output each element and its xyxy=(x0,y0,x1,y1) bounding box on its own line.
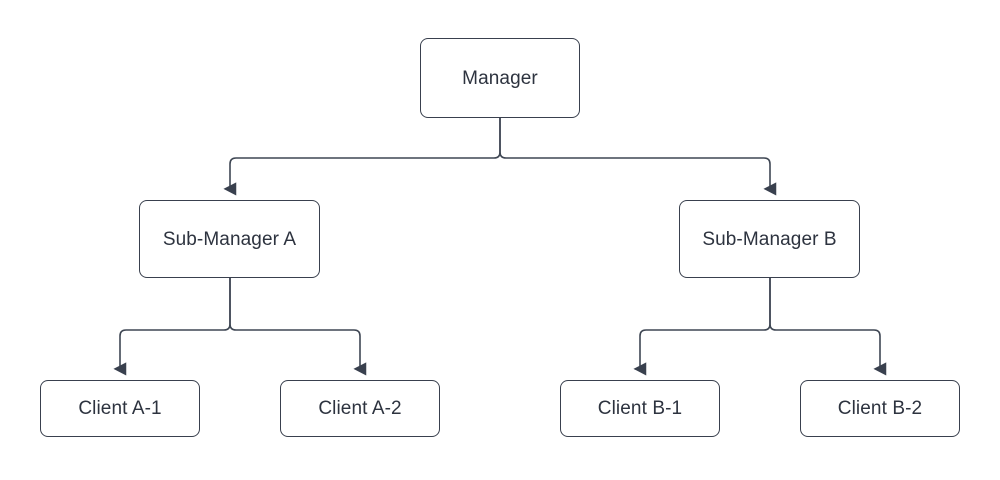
node-client-a2[interactable]: Client A-2 xyxy=(280,380,440,437)
edge-sub-manager-a-to-client-a2 xyxy=(229,278,367,376)
node-client-b1-label: Client B-1 xyxy=(597,398,683,419)
node-client-a1[interactable]: Client A-1 xyxy=(40,380,200,437)
edge-sub-manager-b-to-client-b2 xyxy=(769,278,887,376)
edge-manager-to-sub-manager-b xyxy=(499,118,777,196)
node-sub-manager-b-label: Sub-Manager B xyxy=(702,228,837,250)
edge-manager-to-sub-manager-a xyxy=(223,118,501,196)
node-client-a1-label: Client A-1 xyxy=(78,398,162,419)
node-manager-label: Manager xyxy=(462,67,538,89)
node-manager[interactable]: Manager xyxy=(420,38,580,118)
node-sub-manager-a[interactable]: Sub-Manager A xyxy=(139,200,320,278)
node-sub-manager-a-label: Sub-Manager A xyxy=(162,228,297,250)
node-sub-manager-b[interactable]: Sub-Manager B xyxy=(679,200,860,278)
node-client-b2[interactable]: Client B-2 xyxy=(800,380,960,437)
node-client-b2-label: Client B-2 xyxy=(837,398,923,419)
node-client-b1[interactable]: Client B-1 xyxy=(560,380,720,437)
edge-sub-manager-b-to-client-b1 xyxy=(633,278,771,376)
edge-sub-manager-a-to-client-a1 xyxy=(113,278,231,376)
node-client-a2-label: Client A-2 xyxy=(318,398,402,419)
